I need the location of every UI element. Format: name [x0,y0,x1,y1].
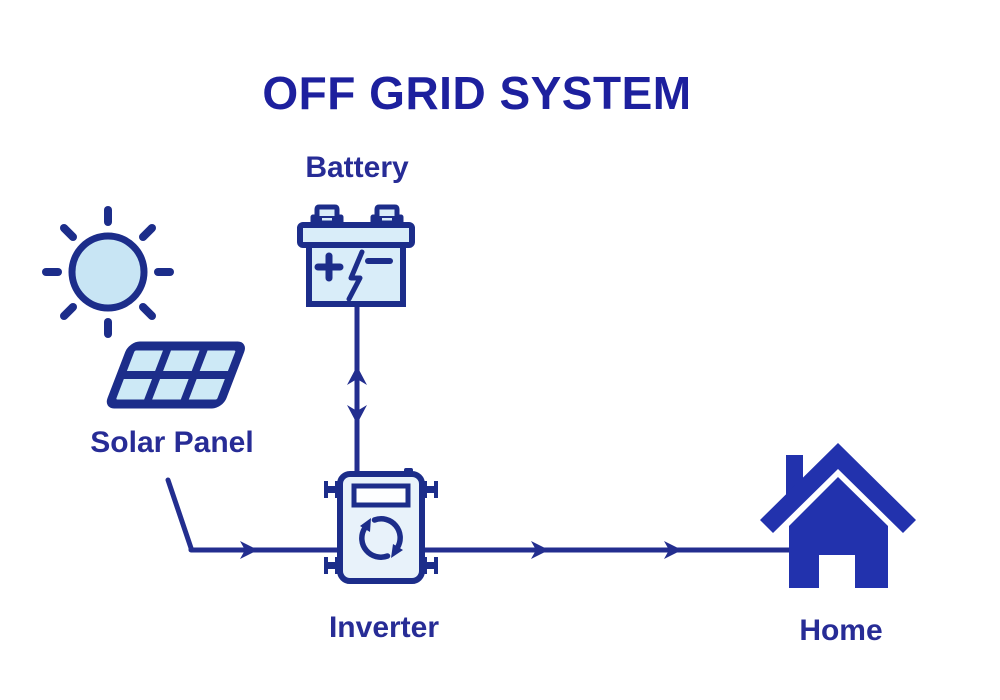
recycle-arrows-icon [359,516,403,560]
battery-icon [297,204,415,307]
terminal-posts [310,204,404,228]
sun-icon [42,206,174,338]
solar-panel-label: Solar Panel [90,426,254,459]
lightning-bolt-icon [346,249,365,302]
house-body [789,477,888,588]
connection-solar-inverter [165,477,342,553]
arrow-right-icon [531,541,549,559]
inverter-icon [324,468,438,584]
panel-grid-lines [119,346,233,404]
arrow-down-icon [347,405,367,424]
roof [760,443,916,533]
page-title: OFF GRID SYSTEM [262,67,692,119]
inverter-label: Inverter [328,611,440,644]
solar-panel-icon [106,341,245,409]
home-label: Home [799,614,883,647]
arrow-right-icon [240,541,258,559]
display-screen [351,483,411,508]
door [819,555,855,588]
plus-symbol [314,252,344,282]
sun-disc [68,232,148,312]
battery-label: Battery [305,151,409,184]
mounting-brackets [324,481,438,574]
arrow-right-icon [664,541,682,559]
arrow-up-icon [347,366,367,385]
home-icon [760,443,916,588]
sun-rays [42,206,174,338]
battery-body [306,242,406,307]
wire-solar-inverter [165,477,342,553]
